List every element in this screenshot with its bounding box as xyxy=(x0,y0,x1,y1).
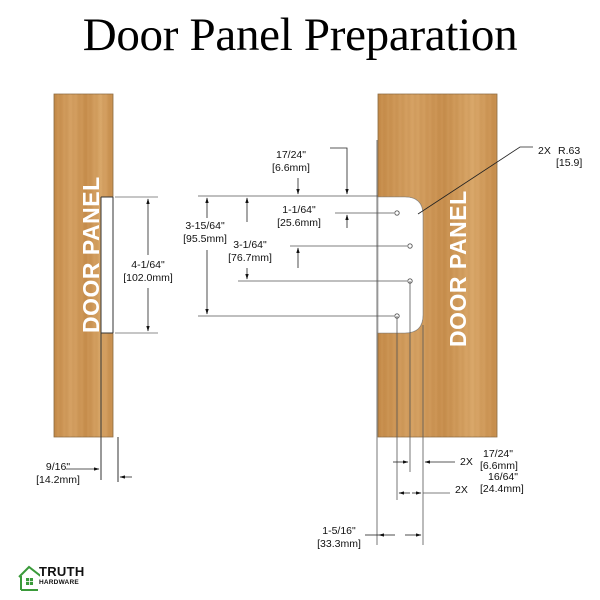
dim-top-offset: 17/24" [6.6mm] xyxy=(272,147,349,195)
dim-text: R.63 xyxy=(558,145,580,157)
page-title: Door Panel Preparation xyxy=(82,9,518,61)
dim-text: 2X xyxy=(538,145,551,157)
dim-text: 4-1/64" xyxy=(131,259,165,271)
dim-left-cutout-depth: 9/16" [14.2mm] xyxy=(36,461,132,486)
left-panel-label: DOOR PANEL xyxy=(78,176,104,333)
dim-text: [102.0mm] xyxy=(123,272,173,284)
dim-text: 16/64" xyxy=(488,471,518,483)
dim-corner-radius: 2X R.63 [15.9] xyxy=(417,145,582,215)
dim-text: [6.6mm] xyxy=(480,460,518,472)
logo-name: TRUTH xyxy=(39,564,85,579)
logo-subname: HARDWARE xyxy=(39,579,79,586)
truth-hardware-logo: TRUTH HARDWARE xyxy=(18,563,98,593)
dim-hole-spacing-2: 3-1/64" [76.7mm] xyxy=(228,197,300,280)
dim-text: 17/24" xyxy=(276,149,306,161)
dim-text: 9/16" xyxy=(46,461,70,473)
dim-text: [24.4mm] xyxy=(480,483,524,495)
dim-text: [6.6mm] xyxy=(272,162,310,174)
dim-text: [15.9] xyxy=(556,157,582,169)
dim-left-cutout-height: 4-1/64" [102.0mm] xyxy=(115,196,173,334)
dim-text: 2X xyxy=(455,484,468,496)
dim-hole-inset-b: 2X [24.4mm] 16/64" xyxy=(398,471,524,496)
left-door-panel: DOOR PANEL xyxy=(53,93,119,482)
right-panel-label: DOOR PANEL xyxy=(445,190,471,347)
dim-text: [25.6mm] xyxy=(277,217,321,229)
dim-text: 17/24" xyxy=(483,448,513,460)
dim-hole-inset-a: 2X 17/24" [6.6mm] xyxy=(393,448,518,472)
hole-1 xyxy=(394,210,400,216)
dim-overall-height: 3-15/64" [95.5mm] xyxy=(183,197,227,315)
house-icon xyxy=(18,565,40,591)
dim-text: 1-1/64" xyxy=(282,204,316,216)
dim-text: [95.5mm] xyxy=(183,233,227,245)
extension-lines xyxy=(198,140,424,545)
dim-text: 2X xyxy=(460,456,473,468)
dim-text: [33.3mm] xyxy=(317,538,361,550)
dim-text: 1-5/16" xyxy=(322,525,356,537)
hole-2 xyxy=(407,243,413,249)
dim-text: [76.7mm] xyxy=(228,252,272,264)
right-door-panel: DOOR PANEL xyxy=(377,93,498,438)
dim-text: 3-15/64" xyxy=(185,220,225,232)
dim-text: 3-1/64" xyxy=(233,239,267,251)
dim-cutout-width: 1-5/16" [33.3mm] xyxy=(317,525,422,550)
dim-text: [14.2mm] xyxy=(36,474,80,486)
dim-hole-spacing-1: 1-1/64" [25.6mm] xyxy=(277,204,349,229)
mounting-holes xyxy=(394,210,413,319)
